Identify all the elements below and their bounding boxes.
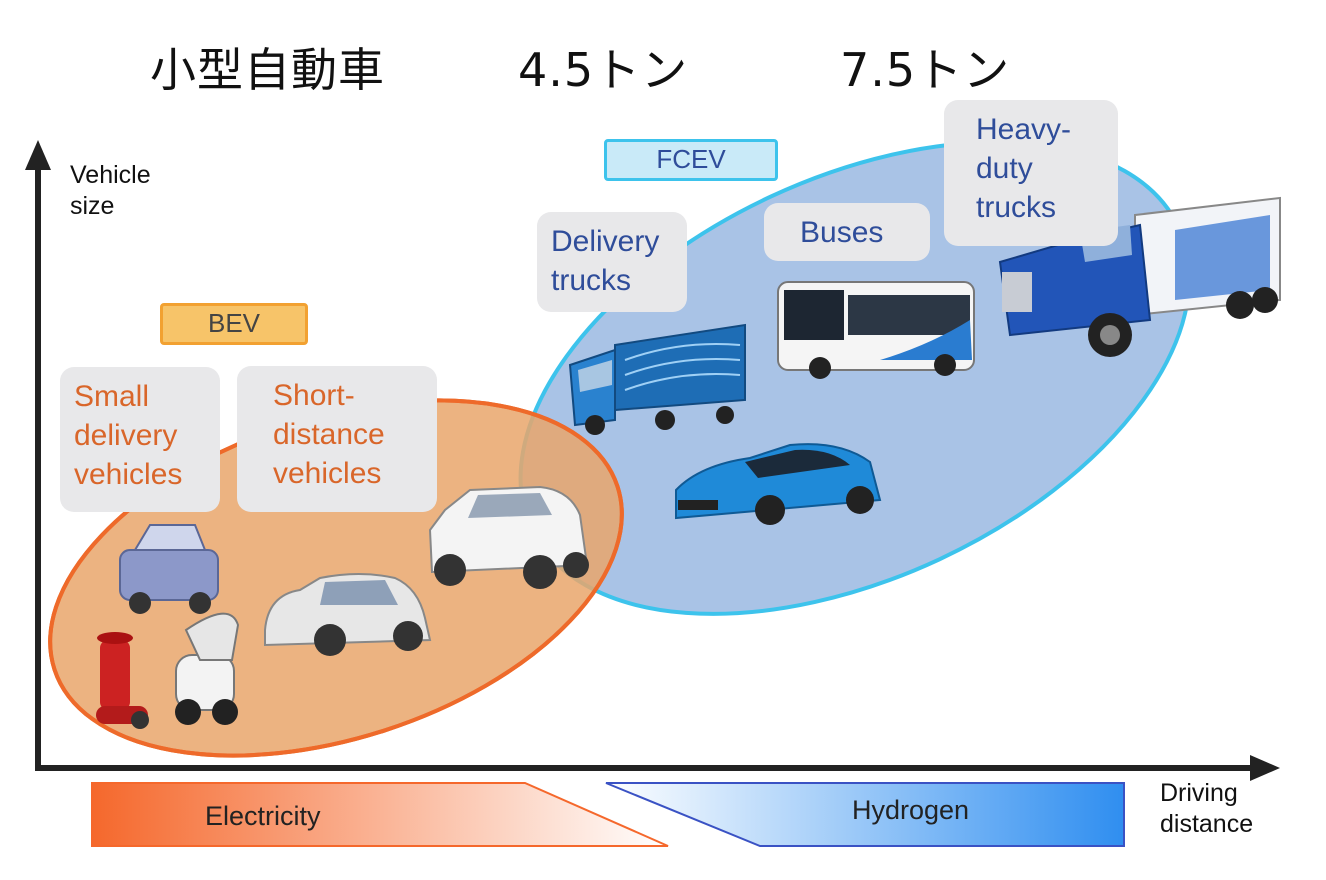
personal-mobility-white-icon	[175, 612, 240, 725]
x-axis-label: Driving distance	[1160, 779, 1254, 839]
personal-mobility-red-icon	[96, 632, 149, 729]
electricity-bar	[91, 782, 669, 847]
suv-icon	[428, 485, 589, 589]
electricity-label: Electricity	[205, 801, 321, 831]
header-label-4-5-ton: 4.5トン	[518, 43, 689, 97]
y-axis-arrow	[25, 140, 51, 170]
x-axis-arrow	[1250, 755, 1280, 781]
bev-tag: BEV	[160, 303, 308, 345]
hydrogen-bar	[605, 782, 1125, 847]
category-small-delivery-vehicles: Small delivery vehicles	[60, 367, 220, 512]
category-short-distance-vehicles: Short- distance vehicles	[237, 366, 437, 512]
category-delivery-trucks: Delivery trucks	[537, 212, 687, 312]
delivery-truck-icon	[568, 323, 746, 435]
hydrogen-label: Hydrogen	[852, 795, 970, 825]
category-buses: Buses	[764, 203, 930, 261]
micro-ev-cart-icon	[119, 524, 219, 614]
compact-car-icon	[264, 573, 432, 656]
fuel-cell-sedan-icon	[675, 443, 882, 525]
y-axis-label: Vehicle size	[70, 161, 151, 221]
header-label-7-5-ton: 7.5トン	[840, 43, 1011, 97]
header-label-small-vehicle: 小型自動車	[150, 43, 385, 97]
fcev-tag: FCEV	[604, 139, 778, 181]
category-heavy-duty-trucks: Heavy- duty trucks	[944, 100, 1118, 246]
heavy-duty-truck-icon	[998, 196, 1281, 357]
bus-icon	[777, 281, 975, 379]
